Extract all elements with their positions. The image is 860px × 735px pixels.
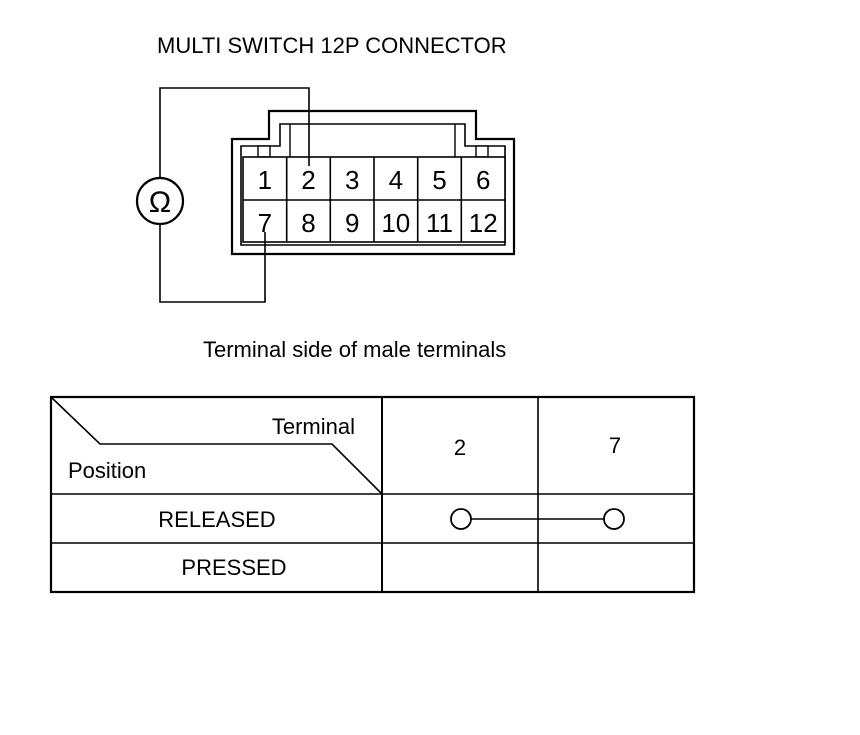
terminal-label: 4 [389, 165, 403, 195]
position-header: Position [68, 458, 146, 483]
continuity-mark [450, 508, 625, 530]
lead-terminal-7 [159, 224, 266, 303]
probe-tips [264, 157, 310, 242]
terminal-grid [242, 156, 506, 243]
terminal-label: 1 [258, 165, 272, 195]
terminal-label: 5 [432, 165, 446, 195]
terminal-label: 11 [426, 208, 453, 238]
terminal-label: 12 [469, 208, 498, 238]
terminal-label: 6 [476, 165, 490, 195]
terminal-header: Terminal [272, 414, 355, 439]
header-divider [50, 396, 383, 495]
position-label: RELEASED [158, 507, 275, 532]
continuity-node [450, 508, 472, 530]
terminal-column-header: 2 [454, 435, 466, 460]
test-leads [159, 87, 310, 303]
diagram-title: MULTI SWITCH 12P CONNECTOR [157, 33, 507, 58]
terminal-label: 7 [258, 208, 272, 238]
ohmmeter-icon: Ω [135, 176, 185, 226]
terminal-label: 10 [381, 208, 410, 238]
diagram-subtitle: Terminal side of male terminals [203, 337, 507, 362]
terminal-column-header: 7 [609, 433, 621, 458]
continuity-node [603, 508, 625, 530]
lead-terminal-2 [159, 87, 310, 178]
terminal-label: 9 [345, 208, 359, 238]
ohm-symbol: Ω [149, 186, 171, 219]
position-label: PRESSED [181, 555, 286, 580]
continuity-table: Terminal Position 2 7 RELEASED PRESSED [49, 395, 696, 594]
terminal-label: 2 [301, 165, 315, 195]
terminal-labels: 1 2 3 4 5 6 7 8 9 10 11 12 [258, 165, 498, 238]
terminal-label: 8 [301, 208, 315, 238]
terminal-label: 3 [345, 165, 359, 195]
